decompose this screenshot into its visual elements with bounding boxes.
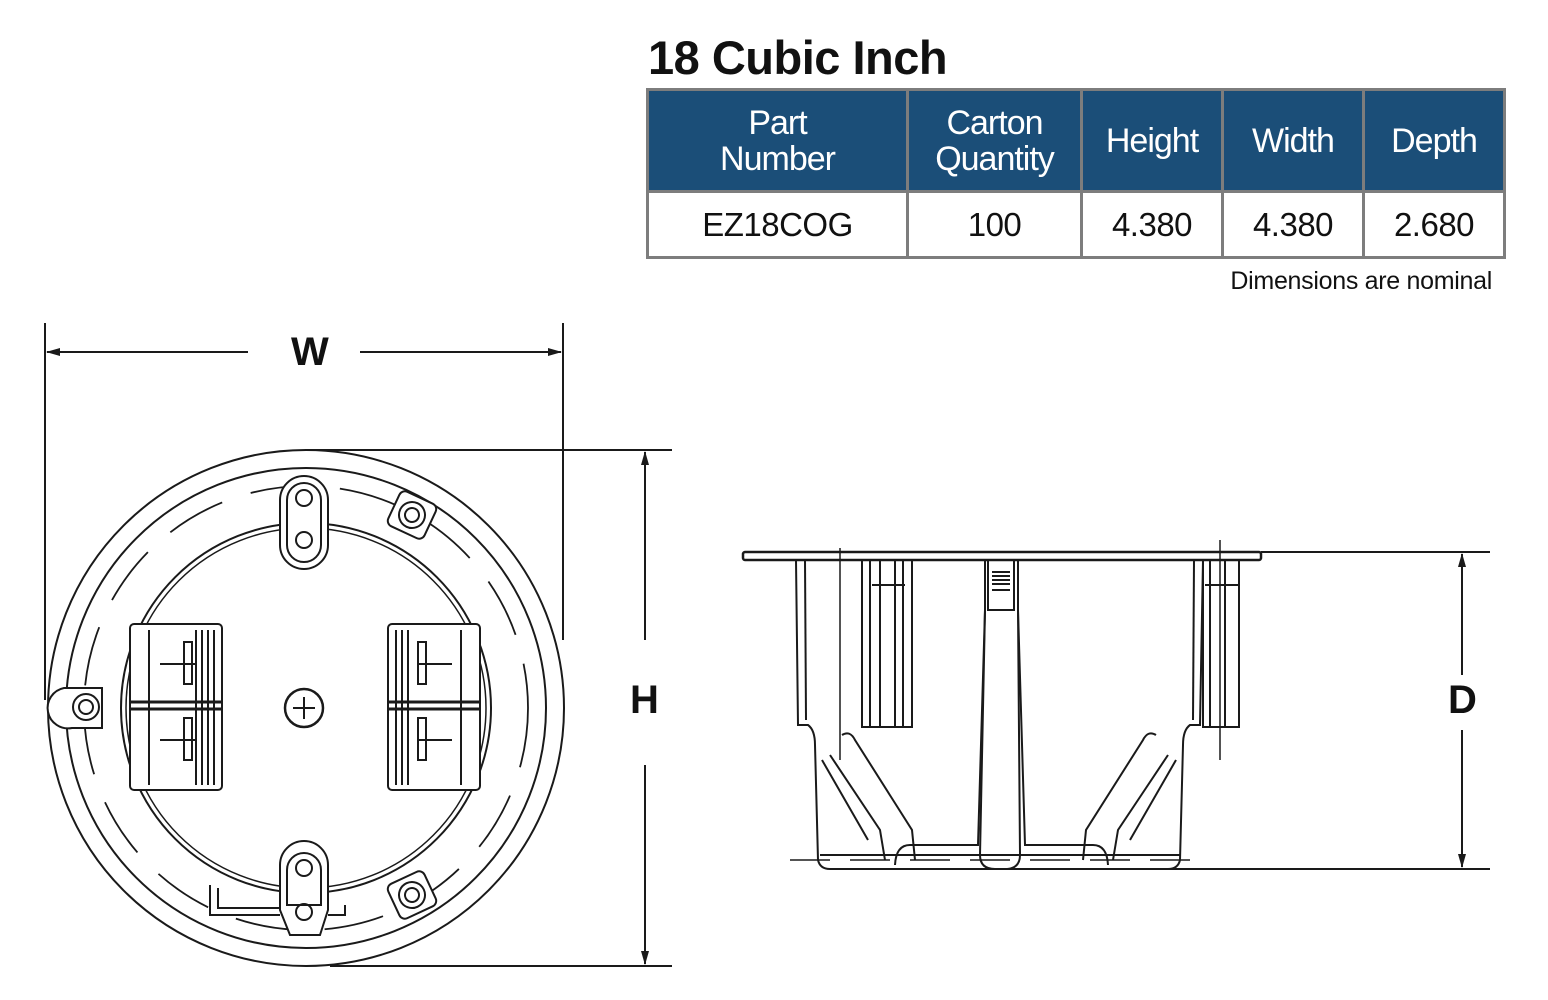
cell-width: 4.380 — [1221, 190, 1365, 259]
table-header-row: Part Number Carton Quantity Height Width… — [646, 88, 1506, 193]
side-view-drawing — [741, 540, 1490, 870]
header-part-number: Part Number — [646, 88, 909, 193]
width-dimension-label: W — [291, 330, 329, 374]
spec-table: Part Number Carton Quantity Height Width… — [646, 88, 1506, 259]
height-dimension-label: H — [630, 678, 659, 722]
cell-height: 4.380 — [1080, 190, 1224, 259]
header-height: Height — [1080, 88, 1224, 193]
header-line: Part — [748, 103, 807, 142]
header-line: Carton — [946, 103, 1043, 142]
cell-depth: 2.680 — [1362, 190, 1506, 259]
cell-carton-quantity: 100 — [906, 190, 1083, 259]
header-line: Quantity — [935, 139, 1055, 178]
depth-dimension-label: D — [1448, 678, 1477, 722]
header-width: Width — [1221, 88, 1365, 193]
table-row: EZ18COG 100 4.380 4.380 2.680 — [646, 190, 1506, 259]
dimensions-note: Dimensions are nominal — [1230, 267, 1492, 295]
header-depth: Depth — [1362, 88, 1506, 193]
front-view-drawing — [44, 323, 672, 967]
page-title: 18 Cubic Inch — [648, 31, 948, 84]
cell-part-number: EZ18COG — [646, 190, 909, 259]
header-line: Number — [720, 139, 836, 178]
header-carton-quantity: Carton Quantity — [906, 88, 1083, 193]
